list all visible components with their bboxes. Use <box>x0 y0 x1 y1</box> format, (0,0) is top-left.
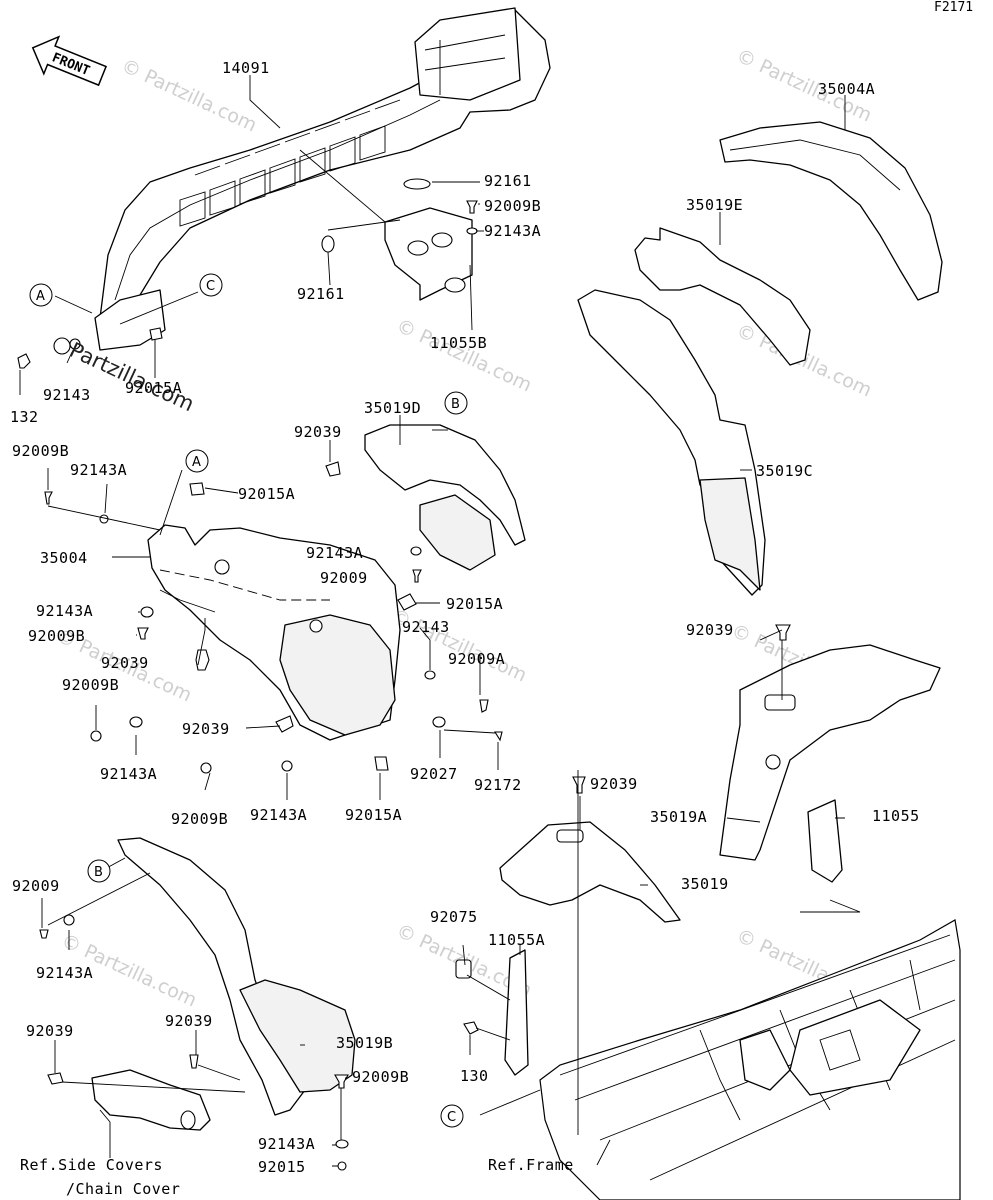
fender-35019 <box>499 821 681 923</box>
part-label: 92015A <box>238 485 295 503</box>
part-label: 35019D <box>364 399 421 417</box>
part-label: 92009A <box>448 650 505 668</box>
part-label: 130 <box>460 1067 489 1085</box>
part-label: 92009B <box>12 442 69 460</box>
part-label: 92039 <box>686 621 734 639</box>
part-label: 35019A <box>650 808 707 826</box>
part-label: 92039 <box>165 1012 213 1030</box>
fender-35019B <box>117 837 356 1116</box>
front-arrow-icon: FRONT <box>31 35 108 87</box>
part-label: 35019C <box>756 462 813 480</box>
callout-a: A <box>185 449 209 473</box>
part-label: 92161 <box>484 172 532 190</box>
svg-text:B: B <box>451 397 460 412</box>
hardware <box>17 178 791 1171</box>
part-label: 11055 <box>872 807 920 825</box>
part-label: 92015A <box>345 806 402 824</box>
part-label: 92143A <box>258 1135 315 1153</box>
part-labels: 14091 35004A 92161 92009B 92143A 35019E … <box>10 59 920 1198</box>
part-label: 92143A <box>36 602 93 620</box>
bracket-11055A <box>504 949 529 1076</box>
part-label: 92009B <box>484 197 541 215</box>
reference-label: Ref.Side Covers <box>20 1156 163 1174</box>
watermark-text: © Partzilla.com <box>393 315 535 397</box>
part-label: 92009B <box>171 810 228 828</box>
part-label: 92039 <box>101 654 149 672</box>
reference-label: /Chain Cover <box>66 1180 180 1198</box>
fender-35019C <box>577 289 766 596</box>
watermark-text: © Partzilla.com <box>388 605 530 687</box>
part-label: 92143 <box>402 618 450 636</box>
part-label: 92143 <box>43 386 91 404</box>
frame-reference <box>539 919 961 1200</box>
callout-c: C <box>440 1104 464 1128</box>
part-label: 92143A <box>36 964 93 982</box>
part-label: 92143A <box>484 222 541 240</box>
part-label: 92075 <box>430 908 478 926</box>
part-label: 92015A <box>446 595 503 613</box>
part-label: 92039 <box>182 720 230 738</box>
part-label: 92143A <box>250 806 307 824</box>
grille-slots <box>179 99 401 227</box>
part-label: 92143A <box>70 461 127 479</box>
svg-text:A: A <box>192 455 201 470</box>
fender-35019E <box>634 227 811 366</box>
svg-text:A: A <box>36 289 45 304</box>
bracket-11055B <box>299 149 473 301</box>
part-label: 92009B <box>62 676 119 694</box>
fender-35019D <box>364 424 526 571</box>
part-label: 92143A <box>306 544 363 562</box>
callout-c: C <box>199 273 223 297</box>
fender-35019A <box>719 644 941 861</box>
leader-lines <box>19 75 861 1167</box>
part-label: 35004A <box>818 80 875 98</box>
part-label: 35019B <box>336 1034 393 1052</box>
part-label: 92039 <box>26 1022 74 1040</box>
part-label: 92027 <box>410 765 458 783</box>
callout-b: B <box>444 391 468 415</box>
part-label: 35019 <box>681 875 729 893</box>
part-label: 35004 <box>40 549 88 567</box>
part-label: 92039 <box>294 423 342 441</box>
grille-14091 <box>94 7 551 351</box>
svg-text:B: B <box>94 865 103 880</box>
svg-text:C: C <box>206 279 215 294</box>
callout-a: A <box>29 283 53 307</box>
part-label: 132 <box>10 408 39 426</box>
part-label: 92015A <box>125 379 182 397</box>
part-label: 11055A <box>488 931 545 949</box>
partzilla-watermark: Partzilla.com <box>66 338 198 417</box>
svg-text:C: C <box>447 1110 456 1125</box>
part-label: 92039 <box>590 775 638 793</box>
part-label: 92015 <box>258 1158 306 1176</box>
part-label: 92009 <box>12 877 60 895</box>
fender-35004A <box>719 121 943 301</box>
part-label: 11055B <box>430 334 487 352</box>
bracket-11055 <box>807 799 843 883</box>
part-label: 92143A <box>100 765 157 783</box>
callout-b: B <box>87 859 111 883</box>
part-label: 35019E <box>686 196 743 214</box>
part-label: 92172 <box>474 776 522 794</box>
figure-code: F2171 <box>934 0 973 15</box>
part-label: 92009B <box>352 1068 409 1086</box>
part-label: 92009B <box>28 627 85 645</box>
callouts: A C B A B C <box>29 273 468 1128</box>
part-label: 92161 <box>297 285 345 303</box>
part-label: 14091 <box>222 59 270 77</box>
reference-label: Ref.Frame <box>488 1156 574 1174</box>
fender-35004 <box>147 524 401 741</box>
part-label: 92009 <box>320 569 368 587</box>
